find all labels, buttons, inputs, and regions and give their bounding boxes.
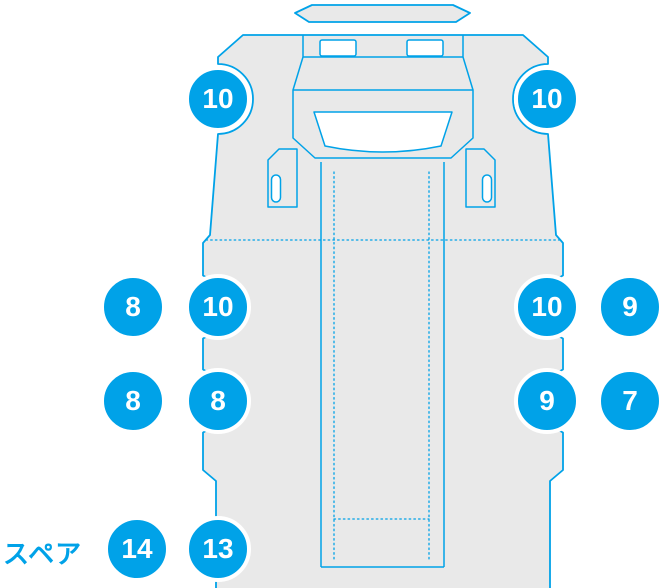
tire-badge-middle-right-inner[interactable]: 10 — [514, 274, 580, 340]
spare-label: スペア — [3, 539, 83, 569]
tire-badge-middle-left-outer[interactable]: 8 — [100, 274, 166, 340]
tire-badge-rear-left-inner[interactable]: 8 — [185, 368, 251, 434]
left-side-box-slot — [270, 174, 282, 203]
hood-outline — [292, 89, 474, 159]
windshield — [313, 111, 453, 153]
tire-badge-spare-2[interactable]: 13 — [185, 516, 251, 582]
tire-badge-rear-left-outer[interactable]: 8 — [100, 368, 166, 434]
tire-badge-spare-1[interactable]: 14 — [104, 516, 170, 582]
tire-badge-front-left[interactable]: 10 — [185, 66, 251, 132]
cab-pillar-lines — [292, 35, 474, 91]
tire-badge-rear-right-outer[interactable]: 7 — [597, 368, 663, 434]
right-side-box-slot — [481, 174, 493, 203]
tire-badge-middle-left-inner[interactable]: 10 — [185, 274, 251, 340]
right-side-box — [465, 148, 496, 208]
tire-badge-middle-right-outer[interactable]: 9 — [597, 274, 663, 340]
right-seat — [406, 39, 444, 57]
left-side-box — [267, 148, 298, 208]
roof-panel — [294, 4, 471, 23]
tire-badge-front-right[interactable]: 10 — [514, 66, 580, 132]
left-seat — [319, 39, 357, 57]
tire-badge-rear-right-inner[interactable]: 9 — [514, 368, 580, 434]
vehicle-body — [202, 34, 564, 588]
